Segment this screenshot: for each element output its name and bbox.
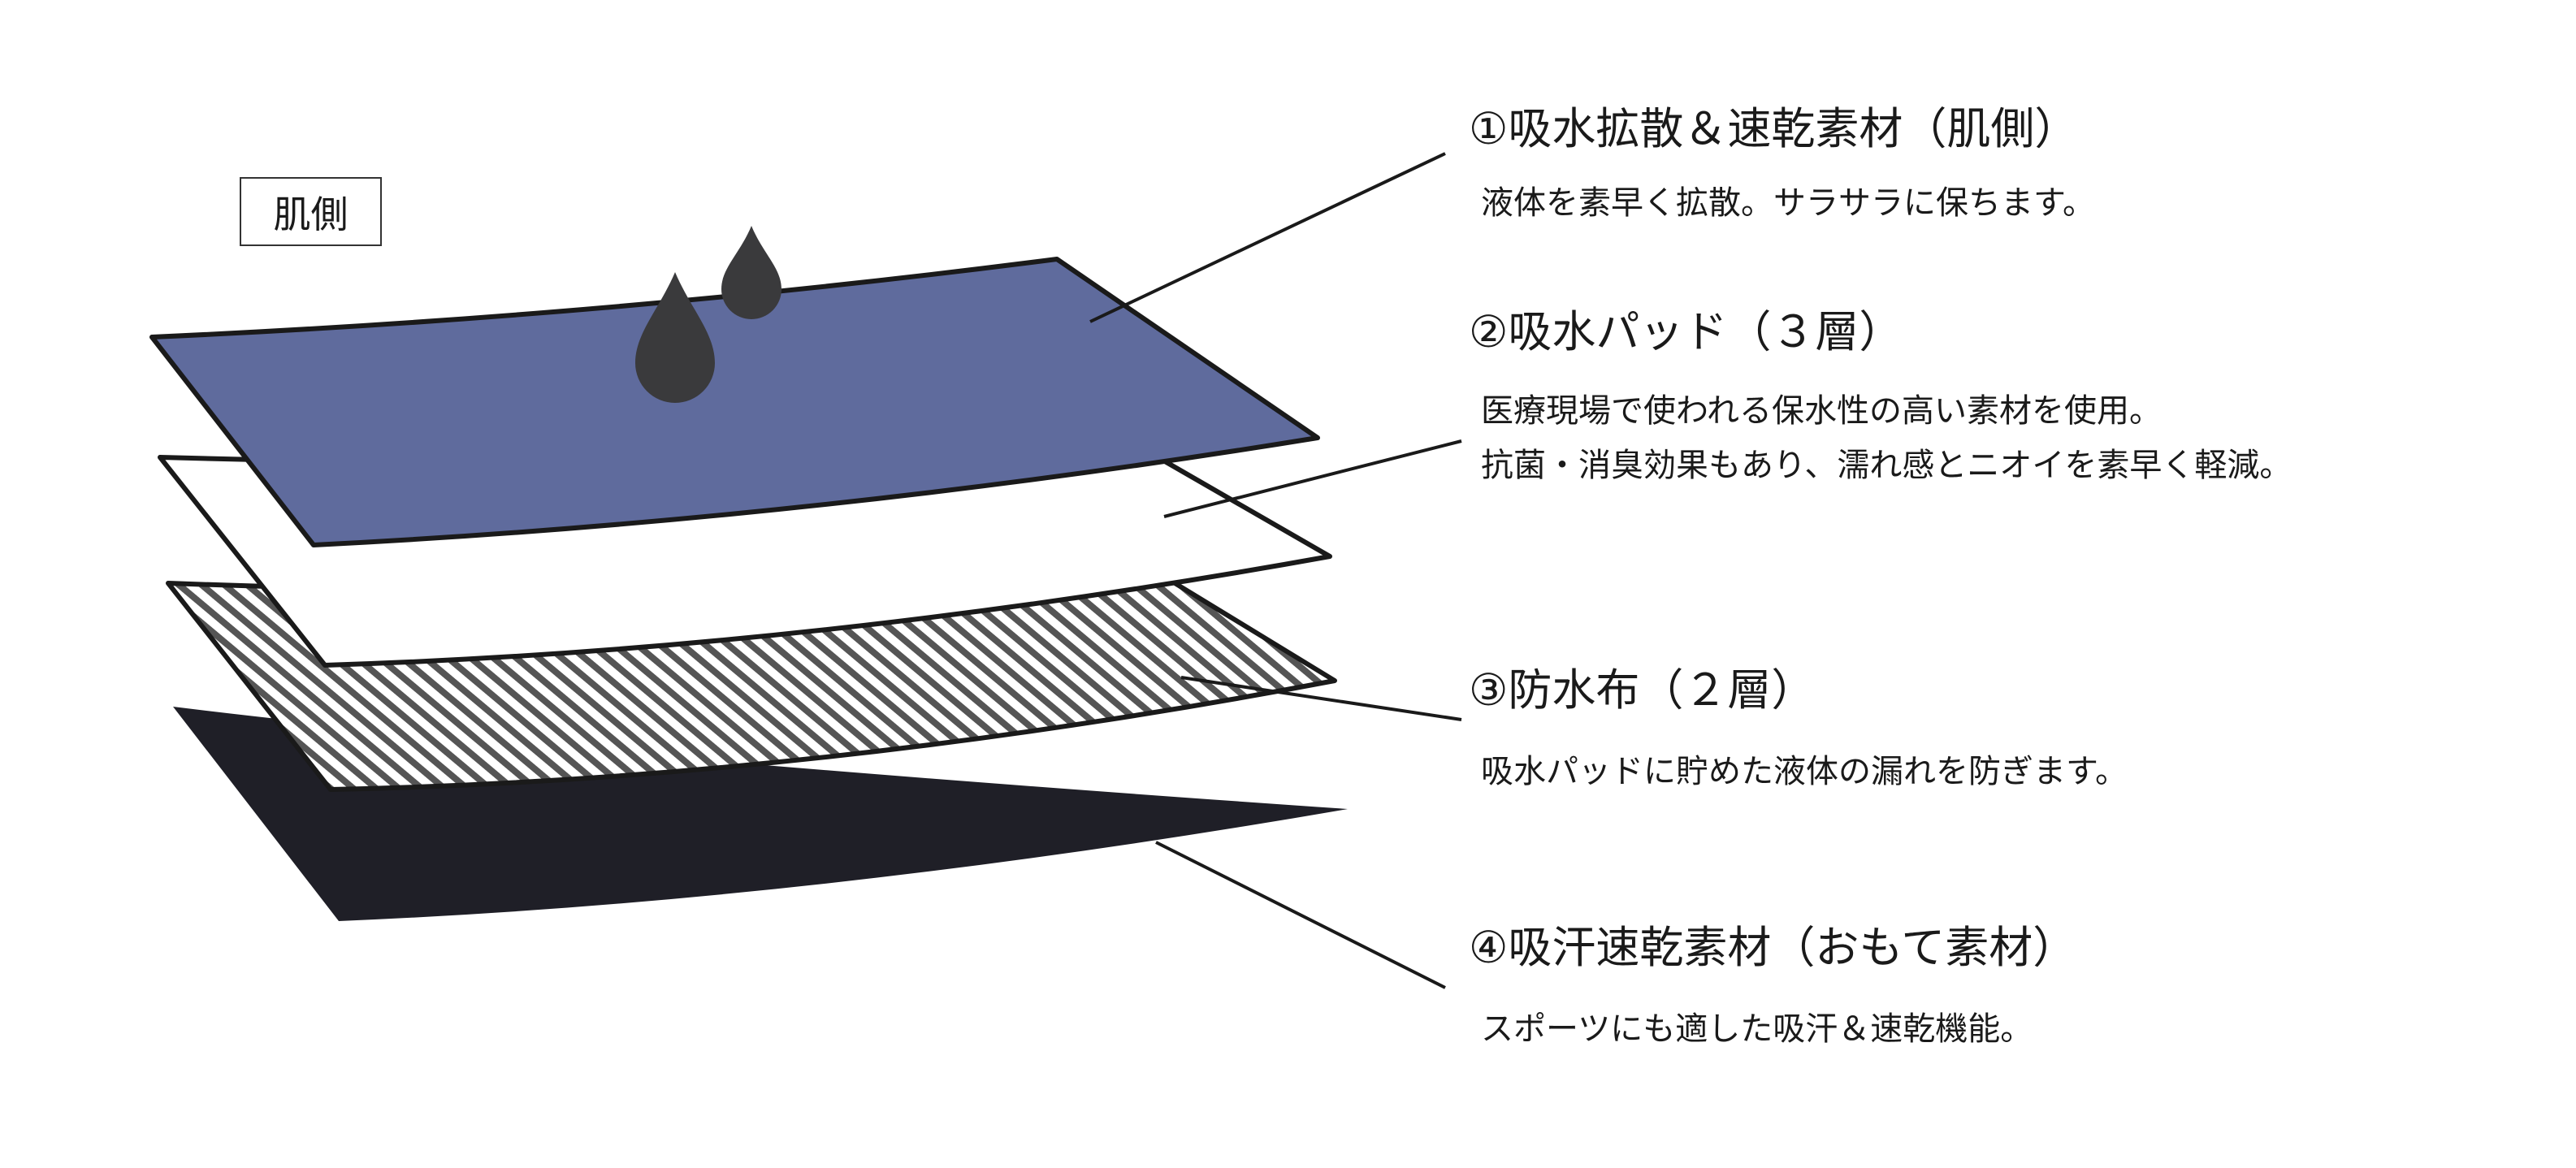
leader-line-4 [1155, 841, 1446, 989]
layer-1-skin-side-fabric [149, 257, 1320, 547]
water-drop-icon [635, 272, 715, 403]
layer-1-title: ①吸水拡散＆速乾素材（肌側） [1469, 103, 2079, 154]
layer-2-description: 抗菌・消臭効果もあり、濡れ感とニオイを素早く軽減。 [1481, 447, 2292, 484]
leader-line-2 [1163, 439, 1462, 518]
layer-4-description: スポーツにも適した吸汗＆速乾機能。 [1481, 1010, 2033, 1048]
layer-4-title: ④吸汗速乾素材（おもて素材） [1469, 922, 2077, 973]
layer-2-title: ②吸水パッド（３層） [1469, 306, 1903, 357]
layer-2-description: 医療現場で使われる保水性の高い素材を使用。 [1481, 392, 2162, 430]
water-drop-icon [721, 226, 781, 319]
layer-3-description: 吸水パッドに貯めた液体の漏れを防ぎます。 [1481, 753, 2128, 790]
layer-3-title: ③防水布（２層） [1469, 664, 1816, 716]
leader-line-1 [1089, 152, 1446, 323]
layer-1-description: 液体を素早く拡散。サラサラに保ちます。 [1481, 184, 2095, 222]
leader-line-3 [1180, 676, 1462, 721]
skin-side-label: 肌側 [240, 177, 382, 246]
